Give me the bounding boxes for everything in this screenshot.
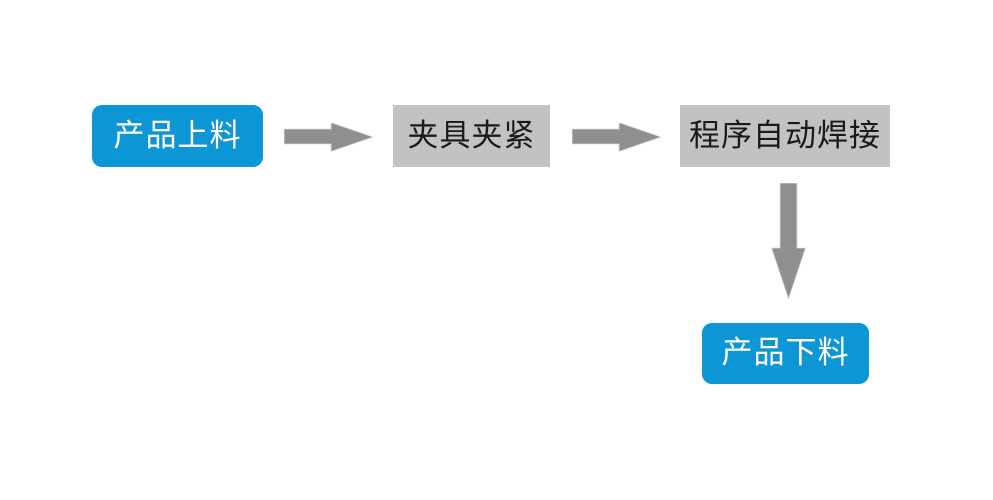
flow-step-fixture-clamping: 夹具夹紧 (393, 105, 550, 167)
arrow-right-icon (572, 122, 662, 153)
arrow-right-icon (284, 122, 374, 153)
flow-step-product-unloading: 产品下料 (702, 323, 869, 384)
flow-step-automatic-welding: 程序自动焊接 (680, 105, 890, 167)
arrow-down-icon (770, 183, 807, 300)
flow-step-product-loading: 产品上料 (92, 105, 263, 167)
